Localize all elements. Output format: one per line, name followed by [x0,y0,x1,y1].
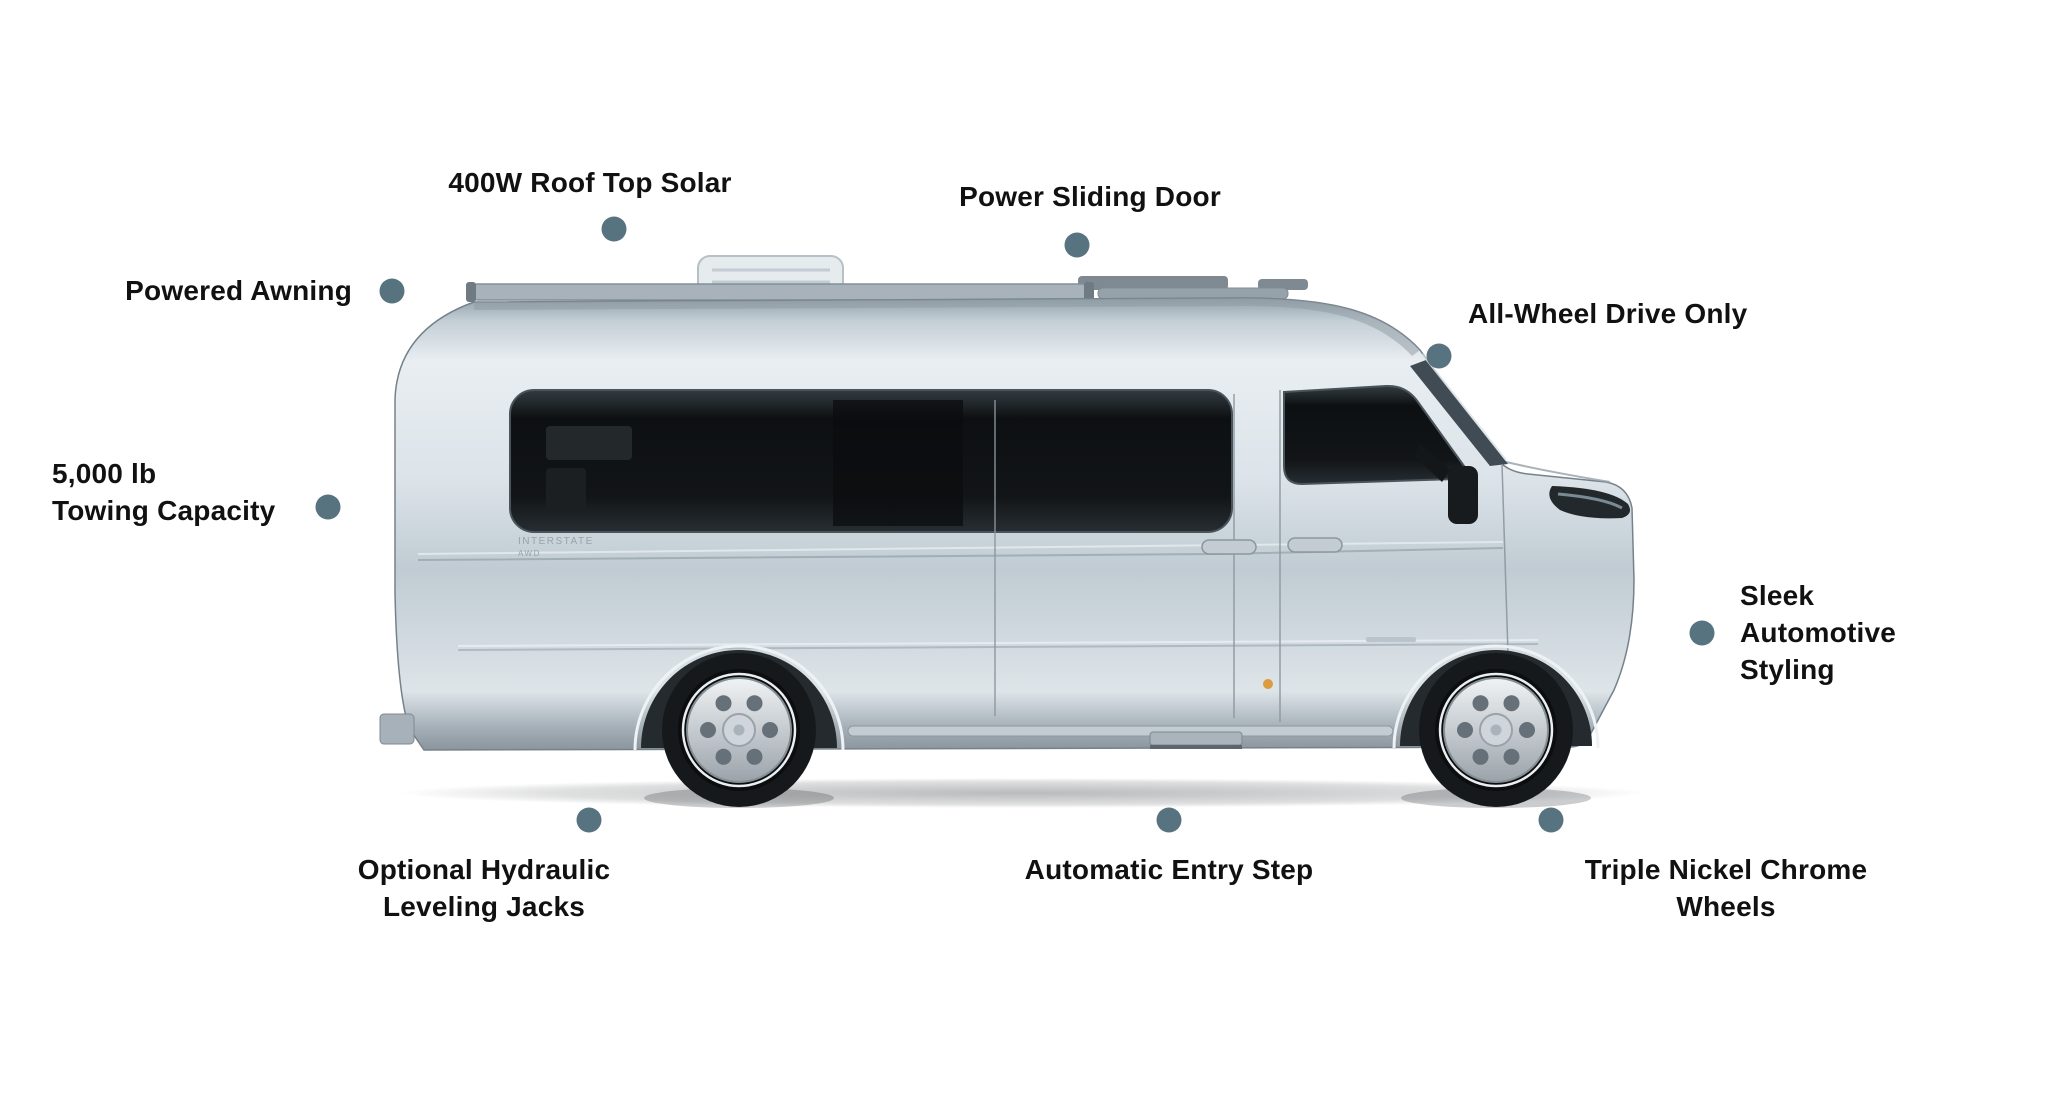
feature-dot-sleek-styling [1689,620,1715,646]
feature-label-powered-awning: Powered Awning [125,275,352,306]
cab-door-handle [1287,537,1343,553]
rear-badge: INTERSTATE AWD [518,536,594,558]
front-wheel [1392,644,1600,808]
amber-marker-light [1263,679,1273,689]
feature-dot-towing-capacity [315,494,341,520]
feature-label-power-sliding-door: Power Sliding Door [959,181,1221,212]
feature-dot-powered-awning [379,278,405,304]
door-seams [994,390,1511,722]
coach-window [509,389,1233,533]
windshield-pillar [1410,353,1508,466]
sliding-door-handle [1201,539,1257,555]
feature-label-roof-top-solar: 400W Roof Top Solar [448,167,732,198]
roof-solar-panel [1078,276,1308,290]
feature-label-chrome-wheels: Triple Nickel Chrome Wheels [1584,854,1868,922]
entry-step [1149,731,1243,749]
feature-dot-leveling-jacks [576,807,602,833]
feature-dot-chrome-wheels [1538,807,1564,833]
svg-text:AWD: AWD [518,549,541,558]
feature-label-entry-step: Automatic Entry Step [1024,854,1314,885]
feature-label-towing-capacity: 5,000 lb Towing Capacity [52,458,276,526]
feature-dot-roof-top-solar [601,216,627,242]
feature-dot-power-sliding-door [1064,232,1090,258]
feature-label-leveling-jacks: Optional Hydraulic Leveling Jacks [357,854,611,922]
headlight [1549,486,1630,519]
feature-label-all-wheel-drive: All-Wheel Drive Only [1468,298,1748,329]
feature-dot-entry-step [1156,807,1182,833]
feature-label-sleek-styling: Sleek Automotive Styling [1740,580,1896,685]
feature-dot-all-wheel-drive [1426,343,1452,369]
svg-text:INTERSTATE: INTERSTATE [518,536,594,547]
front-door-badge [1366,637,1416,642]
awning-rail [466,282,1289,302]
rear-wheel [633,644,845,808]
van-illustration: INTERSTATE AWD [379,255,1648,808]
side-mirror [1414,444,1478,524]
